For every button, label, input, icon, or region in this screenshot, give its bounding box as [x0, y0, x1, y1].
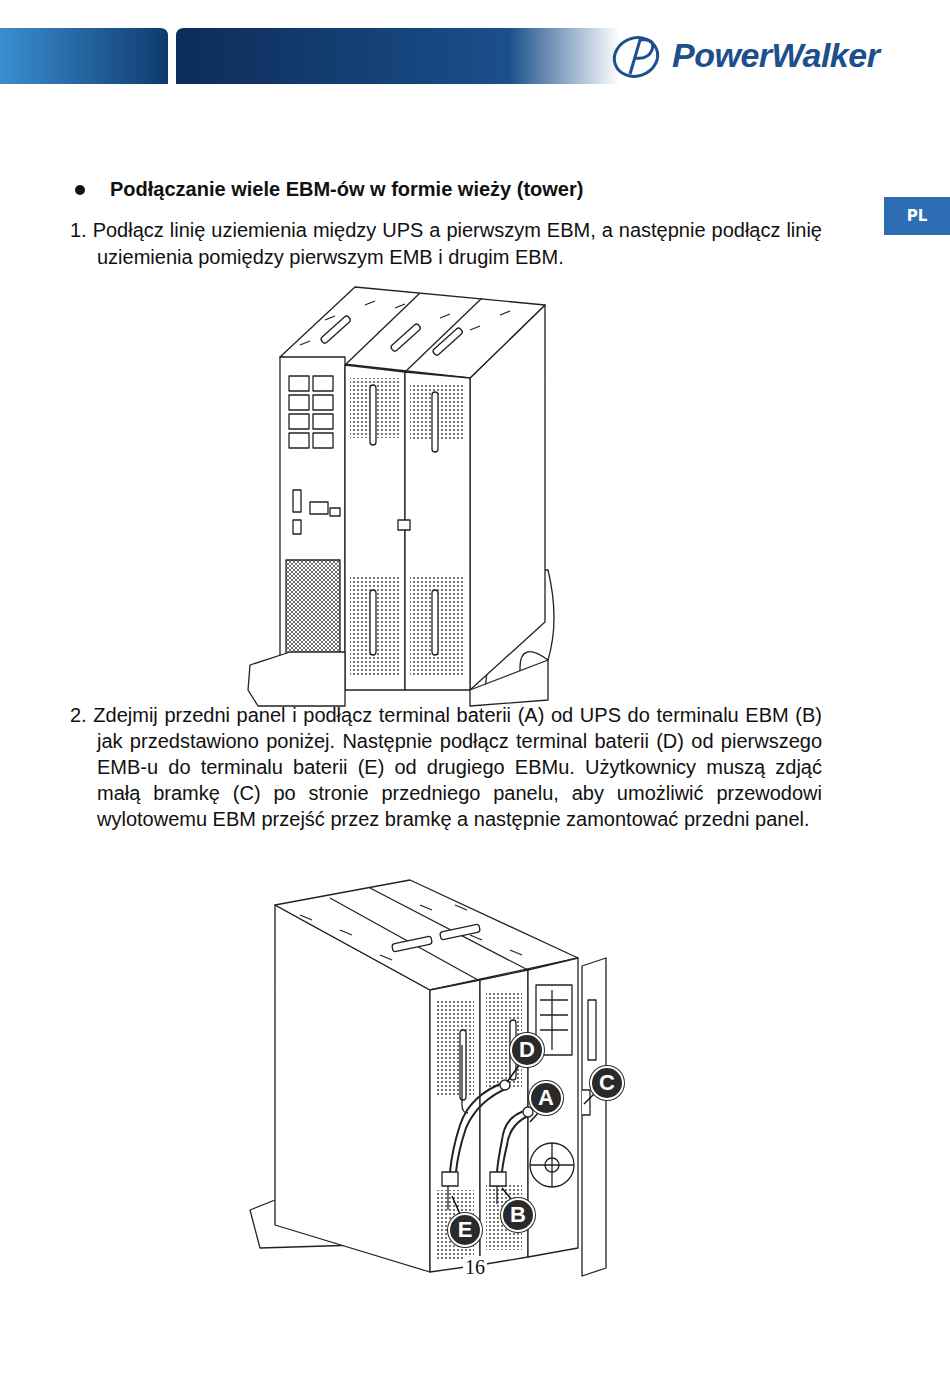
ups-tower-rear-view-part-part — [289, 433, 309, 448]
ups-tower-rear-view-part-part — [293, 520, 301, 534]
ups-tower-front-view-part — [530, 1143, 574, 1187]
ups-tower-front-view-part — [540, 990, 568, 1050]
ups-tower-rear-view-part — [320, 315, 351, 344]
callout-letter: D — [510, 1033, 544, 1067]
ups-tower-rear-view-part — [405, 298, 482, 372]
ups-tower-front-view-part — [448, 1186, 497, 1210]
ups-tower-rear-view — [248, 287, 554, 706]
ups-tower-front-view-part — [582, 958, 606, 1276]
ups-tower-front-view-part — [442, 1172, 458, 1186]
logo-icon-part — [630, 40, 653, 74]
ups-tower-rear-view-part-part — [313, 395, 333, 410]
ups-tower-front-view-part — [440, 924, 481, 940]
ups-tower-front-view-part — [588, 1000, 596, 1060]
header-bar-part — [176, 28, 620, 84]
ups-tower-rear-view-part-part — [313, 433, 333, 448]
leader-line — [452, 1064, 594, 1214]
node-text: PL — [907, 207, 928, 225]
callout-letter: A — [529, 1081, 563, 1115]
ups-tower-rear-view-part-part — [293, 490, 301, 512]
callout-letter: E — [448, 1213, 482, 1247]
ups-tower-rear-view-part-part — [313, 376, 333, 391]
instruction-step: 1. Podłącz linię uziemienia między UPS a… — [70, 217, 822, 271]
ups-tower-front-view-part — [523, 1107, 533, 1117]
node-text: B — [510, 1202, 526, 1228]
ups-tower-rear-view-part — [280, 357, 345, 690]
page-number: 16 — [463, 1256, 487, 1279]
logo-icon — [609, 32, 663, 83]
ups-tower-rear-view-part — [345, 365, 405, 690]
node-text: E — [458, 1217, 473, 1243]
bullet-dot — [75, 185, 85, 195]
ups-tower-rear-view-part — [410, 575, 465, 675]
ups-tower-front-view-part — [490, 1172, 506, 1186]
callout-letter: B — [501, 1198, 535, 1232]
ups-tower-rear-view-part — [370, 590, 376, 655]
header-bar — [0, 28, 620, 84]
ups-tower-front-view-part — [462, 1045, 468, 1113]
ups-tower-rear-view-part — [370, 385, 376, 445]
ups-tower-rear-view-part — [286, 560, 340, 655]
ups-tower-rear-view-part — [405, 372, 470, 690]
ups-tower-rear-view-part — [470, 660, 548, 706]
language-tab: PL — [884, 197, 950, 235]
leader-line-part — [502, 1188, 512, 1200]
ups-tower-rear-view-part-part — [289, 414, 309, 429]
ups-tower-rear-view-part-part — [313, 414, 333, 429]
ups-tower-rear-view-part-part — [289, 395, 309, 410]
leader-line-part — [530, 1112, 539, 1122]
ups-tower-front-view-part — [530, 1143, 574, 1187]
ups-tower-front-view-part — [370, 888, 528, 970]
ups-tower-front-view-part — [500, 1080, 510, 1090]
header-bar-part — [0, 28, 168, 84]
ups-tower-front-view-part — [528, 958, 578, 1257]
node-text: D — [519, 1037, 535, 1063]
node-text: A — [538, 1085, 554, 1111]
ups-tower-front-view-part — [392, 936, 433, 952]
ups-tower-front-view-part — [300, 905, 522, 960]
node-text: C — [599, 1070, 615, 1096]
callout-letter: C — [590, 1066, 624, 1100]
ups-tower-front-view-part-part — [502, 1114, 533, 1172]
ups-tower-rear-view-part — [432, 590, 438, 655]
ups-tower-rear-view-part — [345, 293, 420, 365]
ups-tower-front-view-part — [460, 1030, 466, 1100]
brand-logo: PowerWalker — [672, 36, 879, 75]
ups-tower-rear-view-part-part — [300, 301, 510, 345]
leader-line-part — [584, 1094, 594, 1104]
ups-tower-rear-view-part-part — [330, 508, 340, 516]
ups-tower-front-view-part-part — [456, 1087, 510, 1172]
ups-tower-rear-view-part — [248, 652, 345, 706]
ups-tower-rear-view-part — [390, 323, 421, 352]
ups-tower-rear-view-part-part — [289, 376, 309, 391]
leader-line-part — [507, 1064, 520, 1082]
ups-tower-front-view-part-part — [300, 905, 522, 960]
section-heading: Podłączanie wiele EBM-ów w formie wieży … — [110, 178, 583, 201]
ups-tower-rear-view-part — [432, 327, 463, 356]
ups-tower-rear-view-part-part — [310, 502, 328, 514]
logo-icon-part — [609, 32, 663, 83]
instruction-step: 2. Zdejmij przedni panel i podłącz termi… — [70, 702, 822, 832]
ups-tower-front-view-part — [436, 1000, 474, 1095]
ups-tower-rear-view-part — [350, 575, 400, 675]
ups-tower-front-view-part — [330, 898, 478, 980]
leader-line-part — [452, 1196, 460, 1214]
ups-tower-rear-view-part — [432, 392, 438, 452]
ups-tower-rear-view-part — [300, 301, 510, 345]
ups-tower-front-view — [250, 880, 606, 1276]
ups-tower-rear-view-part — [398, 520, 410, 530]
